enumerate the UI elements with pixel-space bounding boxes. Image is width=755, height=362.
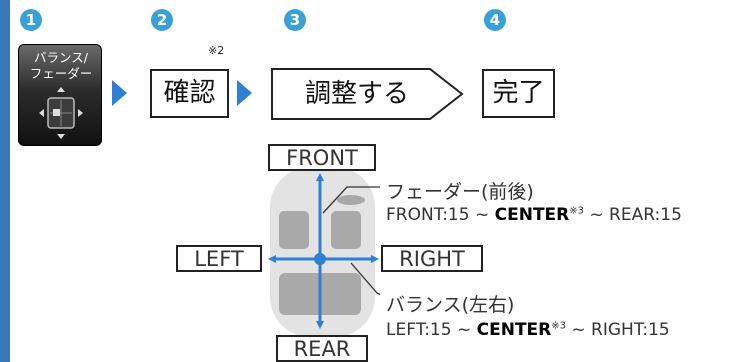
step-3-number: 3 (284, 9, 306, 31)
balance-fader-icon (39, 87, 83, 139)
balance-center-note: ※3 (551, 320, 566, 332)
step-4-number: 4 (484, 9, 506, 31)
icon-label-line1: バランス/ (34, 50, 88, 65)
icon-label-line2: フェーダー (29, 66, 93, 81)
balance-range: LEFT:15 ~ CENTER※3 ~ RIGHT:15 (386, 320, 670, 340)
step-arrow-1 (112, 80, 127, 106)
fader-range-start: FRONT:15 ~ (386, 205, 495, 225)
balance-title: バランス(左右) (386, 294, 515, 316)
right-label: RIGHT (381, 245, 483, 272)
left-accent-bar (0, 0, 10, 362)
adjust-chevron-box (271, 68, 464, 120)
step-2-number: 2 (151, 9, 173, 31)
balance-range-start: LEFT:15 ~ (386, 320, 477, 340)
car-top-view-diagram (268, 167, 380, 337)
complete-box: 完了 (482, 69, 555, 118)
rear-label: REAR (276, 335, 368, 362)
step-2-note: ※2 (208, 44, 225, 57)
balance-range-end: ~ RIGHT:15 (566, 320, 670, 340)
balance-fader-icon-tile[interactable]: バランス/ フェーダー (18, 44, 102, 146)
step-arrow-2 (237, 80, 252, 106)
fader-title: フェーダー(前後) (386, 181, 534, 203)
step-1-number: 1 (20, 9, 42, 31)
left-label: LEFT (176, 245, 262, 272)
fader-range-end: ~ REAR:15 (584, 205, 682, 225)
front-label: FRONT (268, 144, 376, 171)
fader-center-note: ※3 (569, 205, 584, 217)
adjust-label: 調整する (304, 79, 409, 109)
confirm-box: 確認 (150, 69, 229, 118)
fader-range: FRONT:15 ~ CENTER※3 ~ REAR:15 (386, 205, 682, 225)
balance-center: CENTER (476, 320, 552, 340)
fader-center: CENTER (494, 205, 570, 225)
